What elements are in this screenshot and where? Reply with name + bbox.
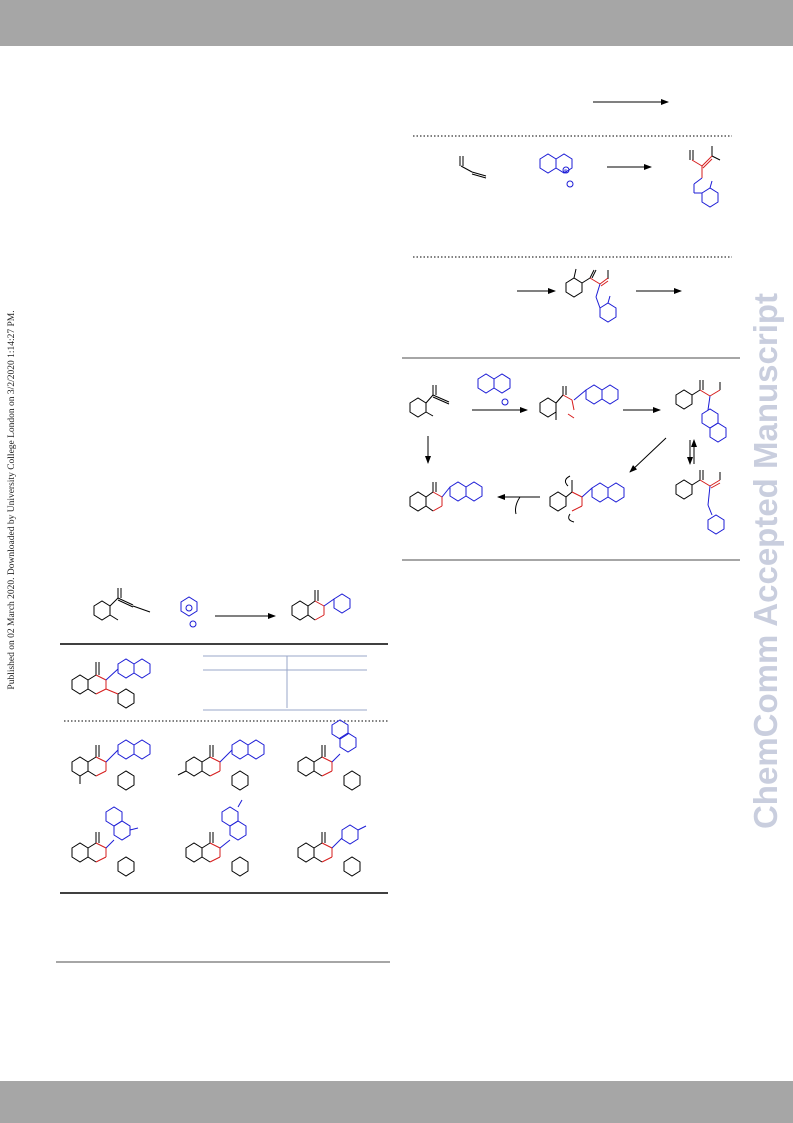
reaction-arrow [629,437,667,473]
scope-entry-5 [71,806,139,877]
intermediate-structure [565,268,617,323]
scope-entry-7 [297,824,367,877]
scope-product [291,590,351,621]
alkyne-fragment [459,156,487,179]
mechanism-intermediate-b [675,380,727,443]
scope-entry-3 [177,739,265,791]
charge-plus: ⊕ [564,169,568,175]
mechanism-scheme [402,373,740,561]
mechanism-final-product [409,481,483,512]
starting-alkynyl-arene [409,385,450,418]
mechanism-intermediate-d [549,475,625,523]
mechanism-intermediate-c [675,470,725,535]
scope-entry-4 [297,719,361,791]
vinyl-quinoline-product [689,146,721,208]
conditions-table [203,655,367,711]
azinium-reagent [180,596,198,628]
reverse-arrow-curved [497,494,540,515]
mechanism-intermediate-a [539,384,619,420]
scope-entry-1 [71,658,151,709]
scope-entry-6 [185,799,249,877]
top-scheme: ⊕ [402,99,740,359]
scope-entry-2 [71,739,151,791]
quinolinium-reagent [539,153,574,188]
footer-band [0,1081,793,1123]
scope-scheme [56,588,390,963]
equilibrium-arrows [687,439,697,465]
scope-substrate [93,588,151,621]
quinolinium-reagent-mech [477,373,511,406]
header-band [0,0,793,46]
